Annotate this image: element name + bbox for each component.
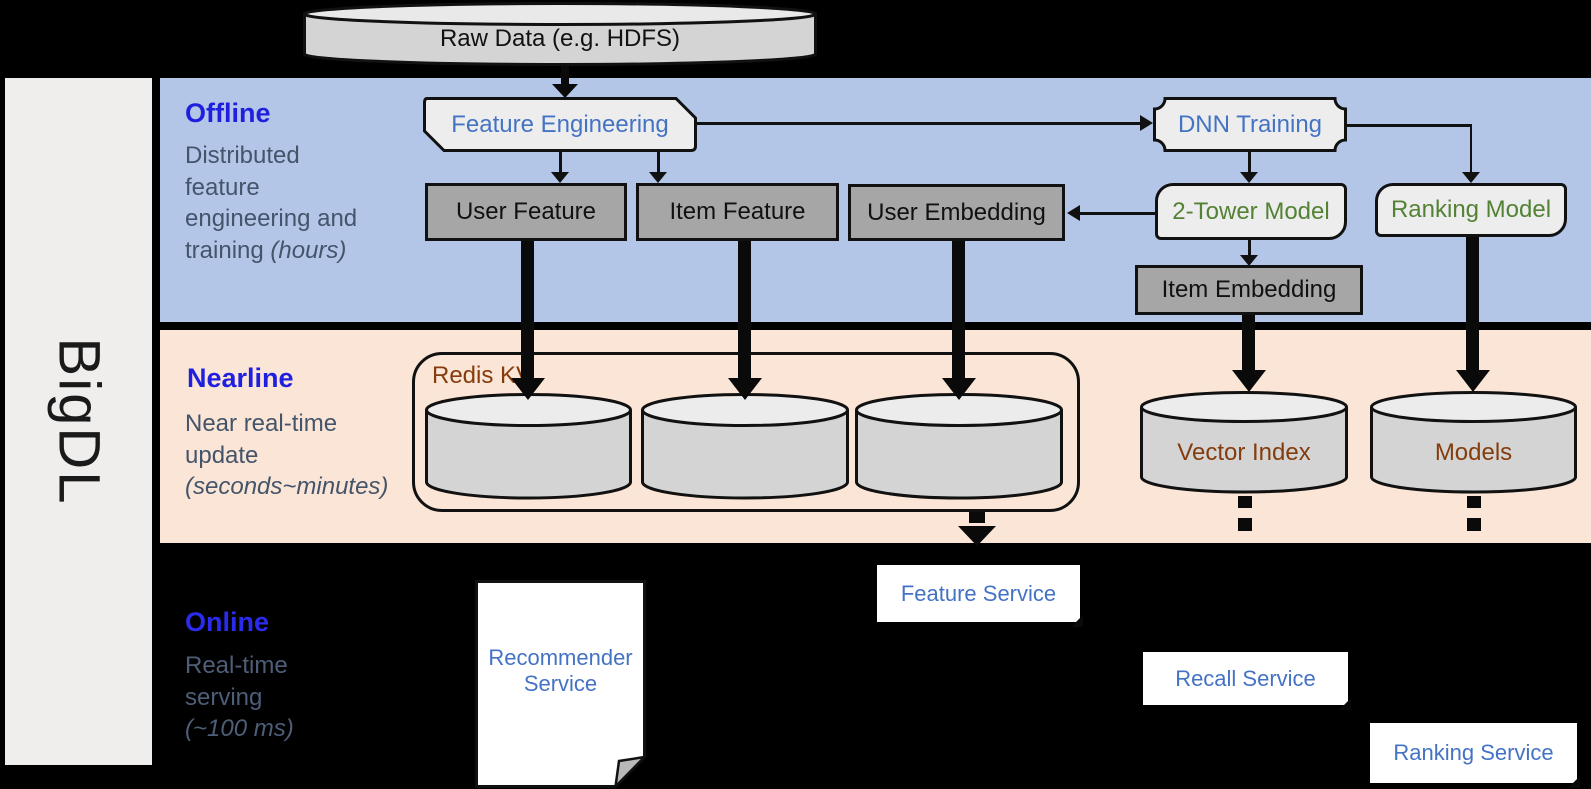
redis-cylinder-3 bbox=[855, 393, 1063, 500]
user-feature-node: User Feature bbox=[425, 183, 627, 241]
dashed-arrow-featureservice-head bbox=[958, 526, 996, 546]
offline-description: Distributed feature engineering and trai… bbox=[185, 140, 435, 266]
user-feature-label: User Feature bbox=[455, 198, 597, 225]
user-embedding-node: User Embedding bbox=[848, 184, 1065, 241]
item-feature-label: Item Feature bbox=[669, 198, 806, 225]
snip-rect-shape bbox=[423, 97, 697, 152]
offline-desc-line1: Distributed bbox=[185, 142, 300, 169]
dnn-training-node: DNN Training bbox=[1153, 97, 1347, 152]
arrowhead-fe-itemfeature bbox=[649, 172, 667, 183]
connector-dnn-rankingmodel-v bbox=[1469, 124, 1472, 172]
models-store: Models bbox=[1370, 391, 1577, 494]
offline-desc-line4-text: training bbox=[185, 236, 264, 264]
ranking-service-node: Ranking Service bbox=[1370, 723, 1580, 788]
ranking-service-label: Ranking Service bbox=[1393, 740, 1554, 765]
vector-index-label: Vector Index bbox=[1177, 438, 1311, 466]
arrowhead-fe-dnn bbox=[1140, 115, 1153, 131]
two-tower-model-node: 2-Tower Model bbox=[1155, 183, 1347, 240]
dashed-line-vectorindex-seg1 bbox=[1238, 496, 1252, 508]
thick-arrow-itemfeature-head bbox=[728, 378, 762, 400]
nearline-title: Nearline bbox=[187, 363, 294, 393]
cylinder-shape bbox=[303, 2, 817, 66]
models-label: Models bbox=[1434, 438, 1513, 466]
arrowhead-twotower-itemembedding bbox=[1240, 255, 1258, 266]
vector-index-store: Vector Index bbox=[1140, 391, 1348, 494]
thick-arrow-rankingmodel-shaft bbox=[1466, 237, 1479, 371]
online-desc-line2: serving bbox=[185, 683, 263, 711]
dashed-arrow-featureservice-seg bbox=[969, 512, 985, 523]
offline-desc-line2: feature bbox=[185, 173, 260, 201]
thick-arrow-userembedding-head bbox=[942, 378, 976, 400]
offline-title: Offline bbox=[185, 98, 271, 128]
offline-desc-line3: engineering and bbox=[185, 205, 358, 232]
item-embedding-node: Item Embedding bbox=[1135, 265, 1363, 315]
connector-fe-dnn bbox=[697, 122, 1143, 125]
user-embedding-label: User Embedding bbox=[867, 198, 1046, 226]
ranking-model-node: Ranking Model bbox=[1375, 183, 1567, 237]
thick-arrow-itemfeature-shaft bbox=[738, 241, 751, 379]
raw-data-store: Raw Data (e.g. HDFS) bbox=[303, 2, 817, 66]
connector-twotower-itemembedding bbox=[1248, 240, 1251, 256]
nearline-desc-line2: update bbox=[185, 441, 259, 469]
connector-twotower-userembedding bbox=[1079, 212, 1155, 215]
thick-arrow-rankingmodel-head bbox=[1456, 370, 1490, 392]
thick-arrow-userfeature-head bbox=[511, 378, 545, 400]
connector-fe-itemfeature bbox=[657, 152, 660, 173]
thick-arrow-itemembedding-shaft bbox=[1242, 315, 1255, 371]
connector-fe-userfeature bbox=[559, 152, 562, 173]
arrowhead-twotower-userembedding bbox=[1067, 205, 1080, 221]
arrowhead-fe-userfeature bbox=[551, 172, 569, 183]
thick-arrow-userfeature-shaft bbox=[521, 241, 534, 379]
connector-dnn-rankingmodel-h bbox=[1347, 124, 1472, 127]
offline-desc-line4: training (hours) bbox=[185, 235, 435, 267]
raw-data-label: Raw Data (e.g. HDFS) bbox=[439, 25, 681, 52]
feature-engineering-node: Feature Engineering bbox=[423, 97, 697, 152]
redis-cylinder-2 bbox=[641, 393, 849, 500]
bigdl-logo-text: BigDL bbox=[46, 337, 112, 506]
arrow-rawdata-head bbox=[552, 84, 578, 98]
arrow-rawdata-shaft bbox=[561, 66, 569, 85]
online-description: Real-time serving (~100 ms) bbox=[185, 650, 435, 745]
feature-service-label: Feature Service bbox=[900, 580, 1057, 606]
plaque-shape bbox=[1153, 97, 1347, 152]
nearline-desc-line1: Near real-time bbox=[185, 410, 338, 437]
feature-service-node: Feature Service bbox=[877, 565, 1083, 627]
nearline-desc-line3: (seconds~minutes) bbox=[185, 473, 389, 500]
dashed-line-vectorindex-seg2 bbox=[1238, 518, 1252, 531]
item-embedding-label: Item Embedding bbox=[1161, 276, 1337, 303]
recall-service-label: Recall Service bbox=[1175, 665, 1316, 691]
online-desc-line3: (~100 ms) bbox=[185, 715, 294, 742]
recommender-service-node: Recommender Service bbox=[475, 580, 649, 789]
feature-engineering-label: Feature Engineering bbox=[451, 110, 669, 138]
dashed-line-models-seg2 bbox=[1467, 518, 1481, 531]
online-title: Online bbox=[185, 607, 270, 637]
ranking-model-label: Ranking Model bbox=[1390, 196, 1552, 223]
recommender-service-label: Recommender Service bbox=[488, 645, 633, 696]
item-feature-node: Item Feature bbox=[636, 183, 839, 241]
online-desc-line1: Real-time bbox=[185, 652, 288, 679]
nearline-description: Near real-time update (seconds~minutes) bbox=[185, 408, 445, 503]
dashed-line-models-seg1 bbox=[1467, 496, 1481, 508]
dnn-training-label: DNN Training bbox=[1177, 110, 1323, 138]
arrowhead-dnn-rankingmodel bbox=[1462, 172, 1480, 183]
two-tower-model-label: 2-Tower Model bbox=[1172, 197, 1330, 225]
connector-dnn-twotower bbox=[1248, 152, 1251, 173]
recall-service-node: Recall Service bbox=[1143, 652, 1351, 710]
offline-desc-line4-italic: (hours) bbox=[270, 236, 347, 264]
thick-arrow-userembedding-shaft bbox=[952, 241, 965, 379]
bigdl-sidebar: BigDL bbox=[5, 78, 152, 765]
arrowhead-dnn-twotower bbox=[1240, 172, 1258, 183]
thick-arrow-itemembedding-head bbox=[1232, 370, 1266, 392]
redis-cylinder-1 bbox=[425, 393, 632, 500]
document-shape bbox=[475, 580, 649, 789]
